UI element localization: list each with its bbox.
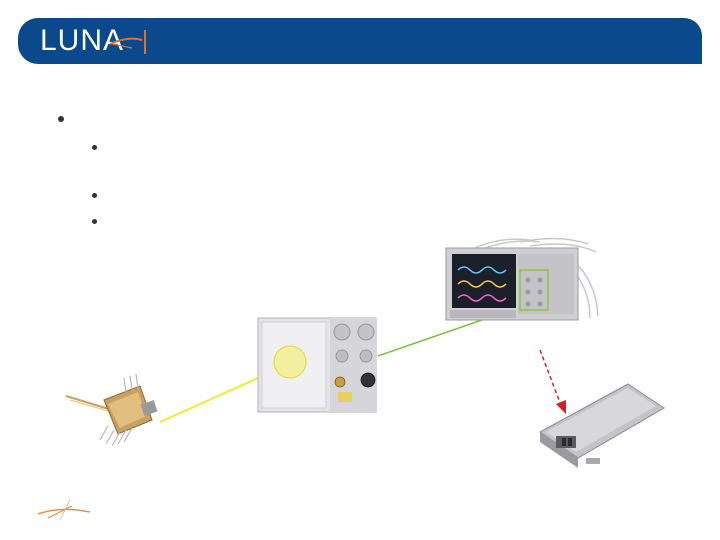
bullet-level2 [92,193,97,198]
butterfly-laser-module-icon [65,373,158,447]
logo-text: LUNA [40,24,125,57]
logo-swoosh [109,37,143,49]
bullet-level2 [92,145,97,150]
cfp-transceiver-icon [539,383,665,468]
luna-logo-icon: LUNA [40,22,160,60]
transceiver-to-scope-connector [539,349,563,409]
oscilloscope-icon [445,237,599,321]
logo-separator [144,30,146,54]
red-arrow-head [556,400,566,414]
optical-receiver-module-icon [257,317,377,413]
luna-footer-logo-icon [37,499,91,521]
bullet-level1 [58,116,64,122]
header-bar [18,18,702,64]
bullet-level2 [92,219,97,224]
